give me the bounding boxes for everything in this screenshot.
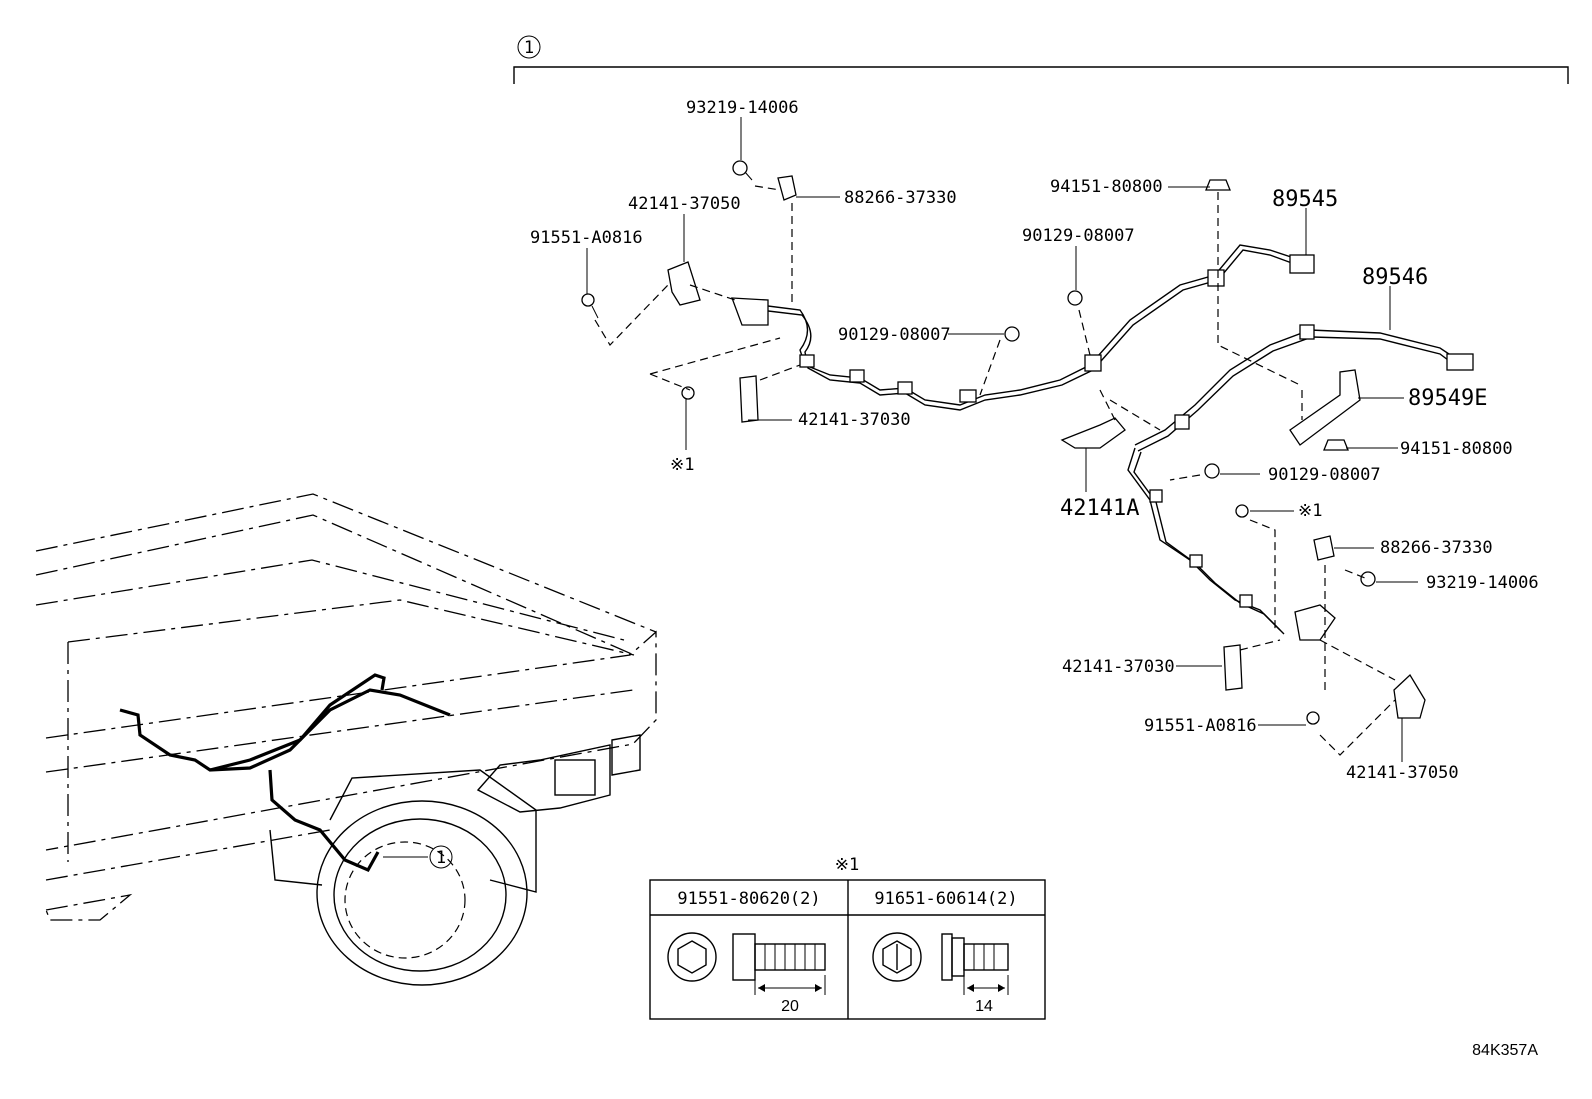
bolt-91651-60614-illustration: 14	[872, 932, 1009, 1015]
ref-note-label-left: ※1	[670, 455, 694, 475]
part-label-93219-14006-top[interactable]: 93219-14006	[686, 98, 799, 118]
truck-group-marker-label: 1	[436, 848, 446, 868]
part-label-88266-37330-right[interactable]: 88266-37330	[1380, 538, 1493, 558]
diagram-code: 84K357A	[1472, 1042, 1538, 1059]
part-label-90129-08007-mid[interactable]: 90129-08007	[838, 325, 951, 345]
part-labels: 93219-14006 88266-37330 42141-37050 9155…	[530, 98, 1539, 783]
truck-illustration: 1	[35, 493, 657, 986]
part-label-42141-37030-bottom[interactable]: 42141-37030	[1062, 657, 1175, 677]
part-label-90129-08007-upper[interactable]: 90129-08007	[1022, 226, 1135, 246]
wire-harness-89545	[731, 244, 1315, 411]
part-label-89546[interactable]: 89546	[1362, 265, 1428, 290]
part-label-88266-37330-top[interactable]: 88266-37330	[844, 188, 957, 208]
bolt-91551-length: 20	[781, 998, 799, 1015]
part-label-42141-37050-top[interactable]: 42141-37050	[628, 194, 741, 214]
fastener-table-title: ※1	[835, 855, 859, 875]
part-label-42141a[interactable]: 42141A	[1060, 496, 1139, 521]
part-label-42141-37030-top[interactable]: 42141-37030	[798, 410, 911, 430]
bolt-91551-80620-illustration: 20	[667, 932, 826, 1015]
fastener-col2-header: 91651-60614(2)	[874, 889, 1017, 909]
assembly-dashed-lines	[594, 185, 1396, 756]
part-label-90129-08007-right[interactable]: 90129-08007	[1268, 465, 1381, 485]
fastener-table: ※1 91551-80620(2) 91651-60614(2) 20	[649, 855, 1046, 1020]
part-label-42141-37050-bottom[interactable]: 42141-37050	[1346, 763, 1459, 783]
leader-lines	[586, 117, 1418, 762]
group-marker-label: 1	[524, 38, 534, 58]
part-label-93219-14006-right[interactable]: 93219-14006	[1426, 573, 1539, 593]
part-label-91551-a0816-top[interactable]: 91551-A0816	[530, 228, 643, 248]
part-label-89549e[interactable]: 89549E	[1408, 386, 1487, 411]
part-label-91551-a0816-bottom[interactable]: 91551-A0816	[1144, 716, 1257, 736]
wire-harness-89546	[1127, 324, 1474, 641]
part-label-89545[interactable]: 89545	[1272, 187, 1338, 212]
ref-note-label-right: ※1	[1298, 501, 1322, 521]
part-label-94151-80800-top[interactable]: 94151-80800	[1050, 177, 1163, 197]
fastener-col1-header: 91551-80620(2)	[677, 889, 820, 909]
group-bracket: 1	[513, 35, 1569, 84]
brackets-and-fasteners	[581, 160, 1426, 725]
part-label-94151-80800-right[interactable]: 94151-80800	[1400, 439, 1513, 459]
bolt-91651-length: 14	[975, 998, 993, 1015]
